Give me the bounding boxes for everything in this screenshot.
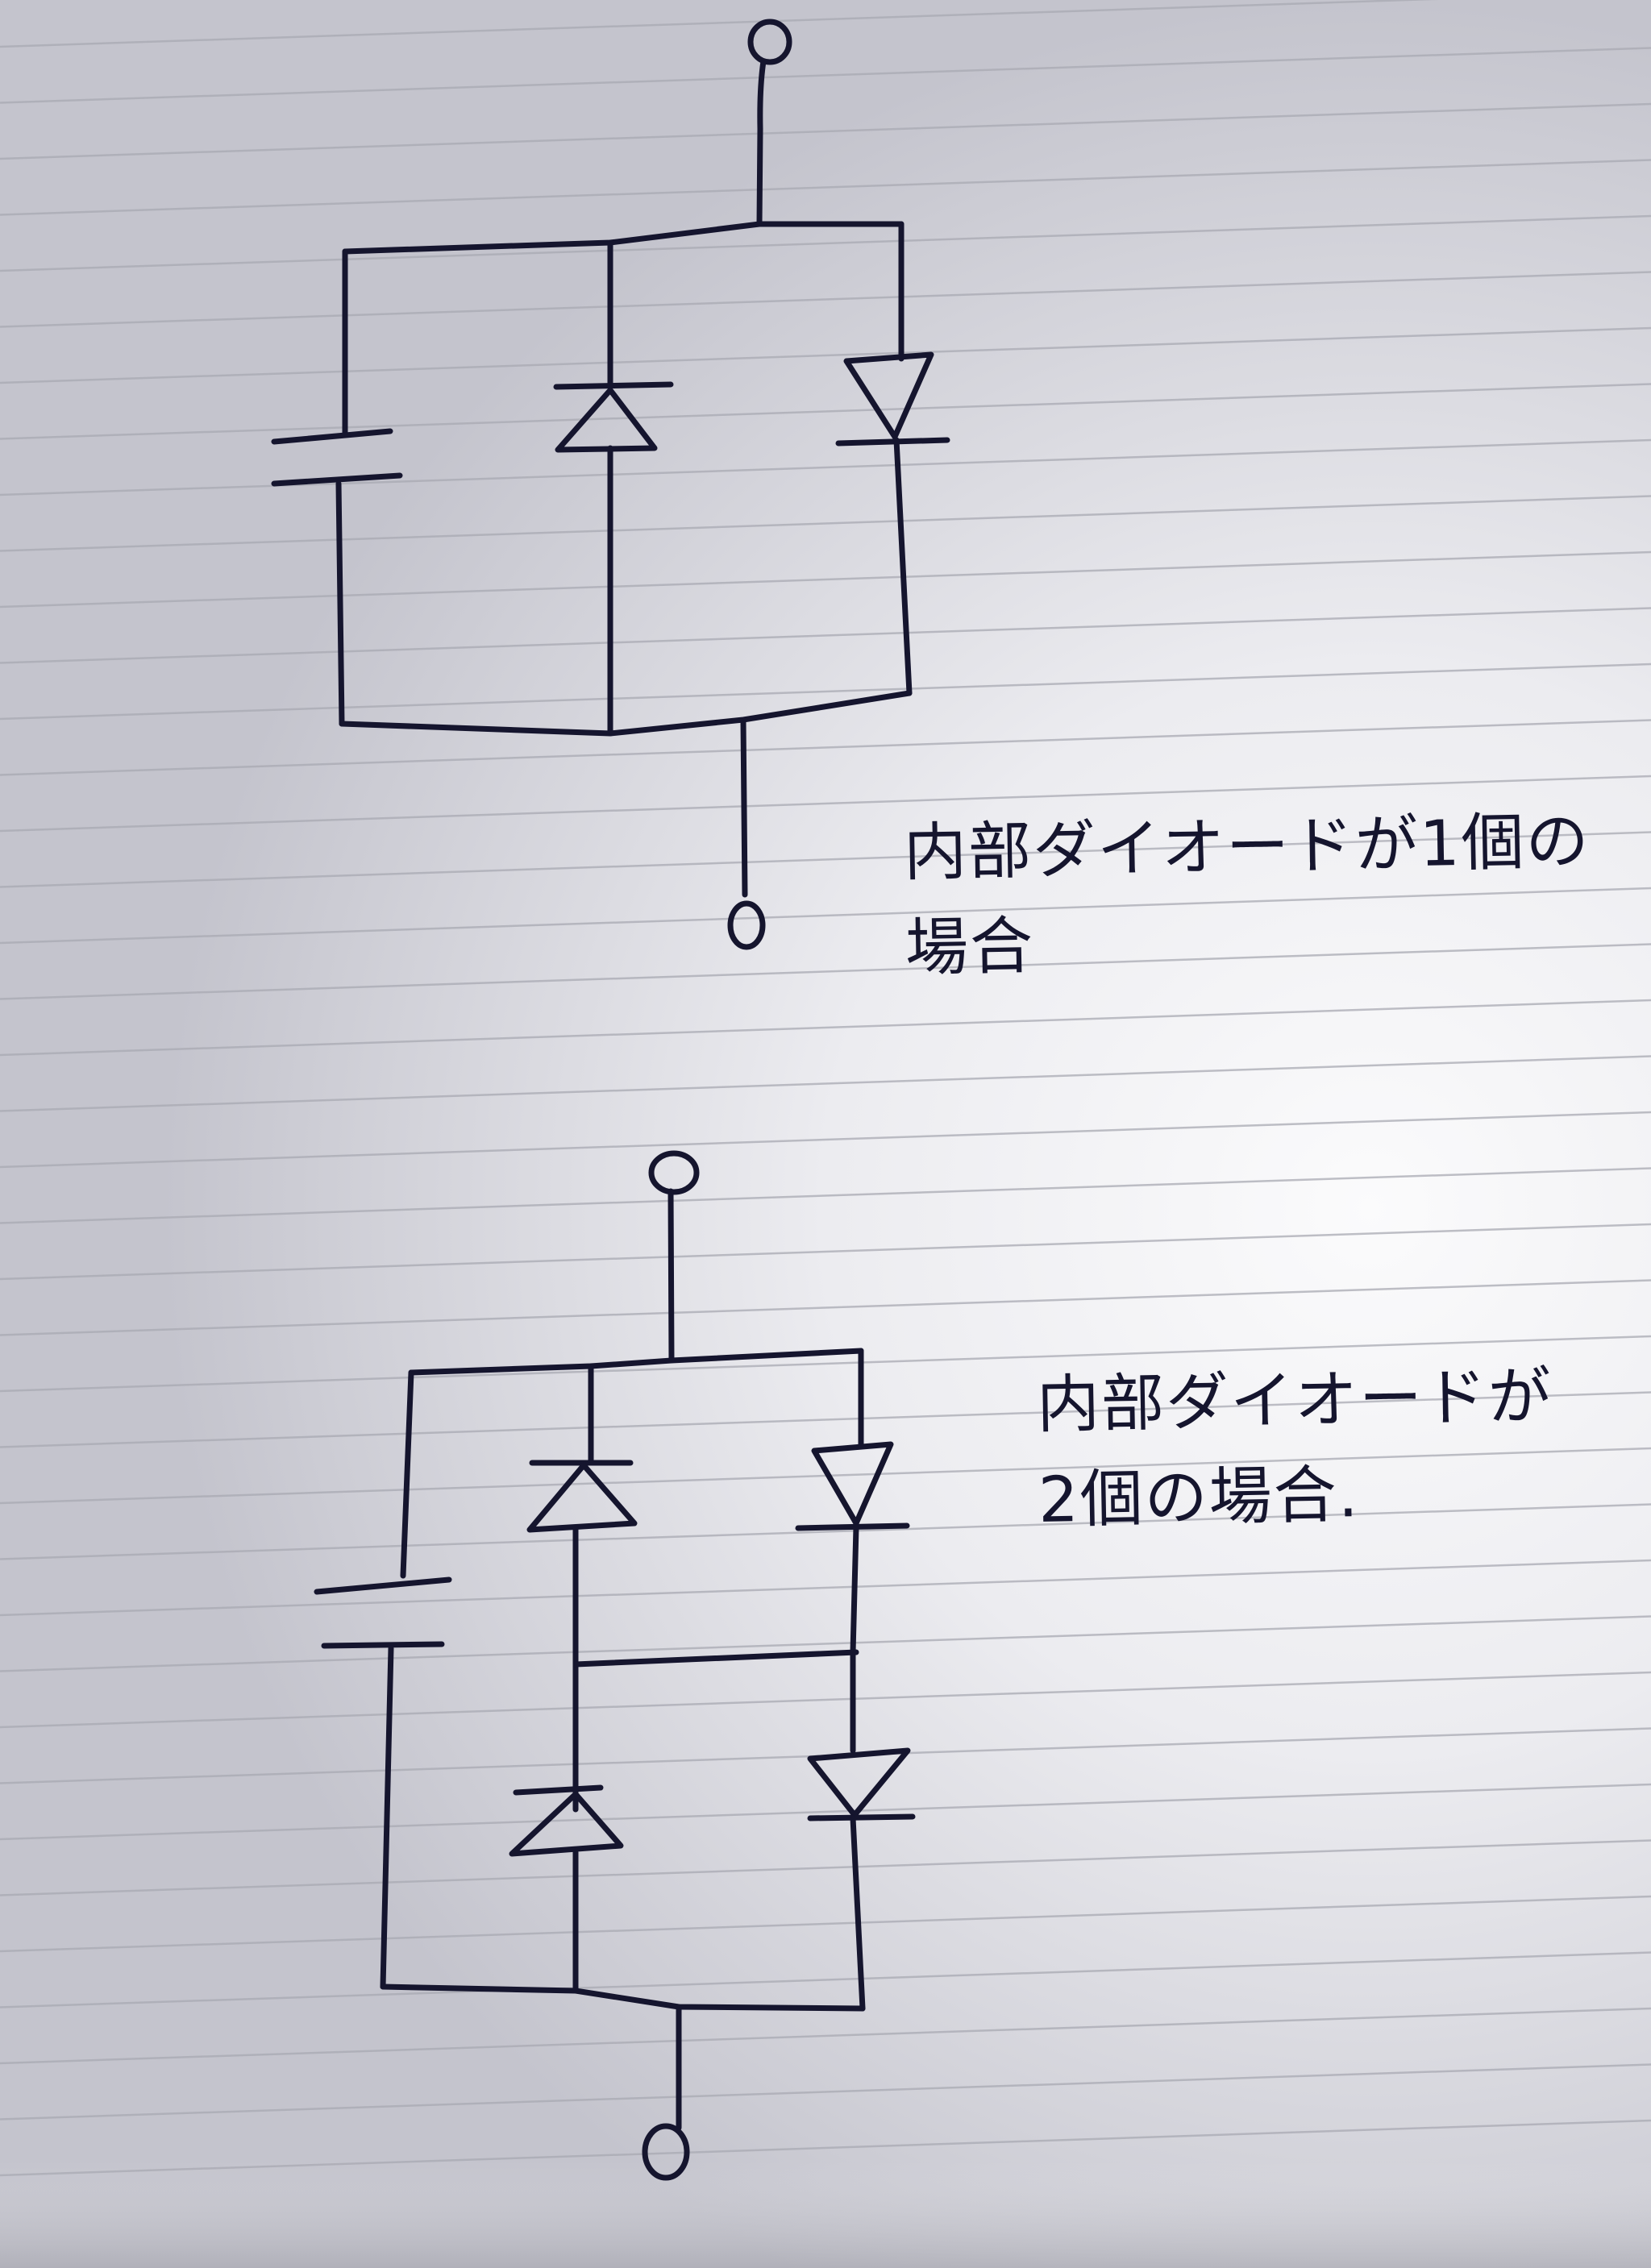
diode-right-upper-cathode-2 bbox=[795, 1522, 910, 1531]
ruled-line bbox=[0, 999, 1651, 1057]
lead-top-2 bbox=[667, 1188, 675, 1364]
paper-edge-shadow bbox=[0, 2160, 1651, 2268]
ruled-line bbox=[0, 1671, 1651, 1729]
diode-mid-lower-triangle-2 bbox=[509, 1791, 624, 1857]
circuit-bottom bbox=[314, 1150, 916, 2181]
note-two-diodes-line1: 内部ダイオードが bbox=[1036, 1360, 1553, 1442]
cap-wire-upper-2 bbox=[400, 1369, 414, 1579]
ruled-line bbox=[0, 1223, 1651, 1281]
ruled-line bbox=[0, 1503, 1651, 1560]
ruled-line bbox=[0, 943, 1651, 1000]
circuit-top bbox=[271, 19, 950, 950]
mid-link-2 bbox=[572, 1649, 859, 1668]
ruled-line bbox=[0, 1391, 1651, 1448]
ruled-line bbox=[0, 1335, 1651, 1393]
ruled-line bbox=[0, 1783, 1651, 1841]
diode-right-cathode-1 bbox=[835, 437, 950, 447]
ruled-line bbox=[0, 2063, 1651, 2121]
note-one-diode: 内部ダイオードが1個の 場合 bbox=[903, 794, 1593, 996]
ruled-line bbox=[0, 663, 1651, 721]
ruled-line bbox=[0, 1167, 1651, 1224]
ruled-line bbox=[0, 1615, 1651, 1672]
note-one-diode-line1: 内部ダイオードが1個の bbox=[903, 805, 1591, 890]
ruled-line bbox=[0, 214, 1651, 272]
ruled-line bbox=[0, 383, 1651, 440]
diode-mid-triangle-1 bbox=[555, 387, 658, 453]
ruled-line bbox=[0, 1839, 1651, 1896]
diode-right-triangle-1 bbox=[843, 351, 934, 440]
diode-mid-upper-triangle-2 bbox=[526, 1462, 638, 1533]
cap-wire-lower-1 bbox=[335, 480, 345, 727]
note-one-diode-line2: 場合 bbox=[905, 910, 1035, 985]
diode-right-wire-lower-1 bbox=[893, 437, 913, 696]
ruled-line bbox=[0, 102, 1651, 160]
diode-mid-cathode-1 bbox=[553, 381, 674, 390]
ruled-line bbox=[0, 159, 1651, 216]
ruled-line bbox=[0, 607, 1651, 664]
diode-right-upper-triangle-2 bbox=[811, 1441, 894, 1527]
ruled-line bbox=[0, 271, 1651, 328]
cap-wire-lower-2 bbox=[380, 1645, 394, 1990]
ruled-line bbox=[0, 326, 1651, 384]
ruled-line bbox=[0, 1279, 1651, 1336]
ruled-line bbox=[0, 47, 1651, 104]
capacitor-plate-lower-2 bbox=[321, 1641, 445, 1649]
ruled-lines bbox=[0, 0, 1651, 2177]
terminal-bottom-2 bbox=[642, 2123, 690, 2181]
terminal-bottom-1 bbox=[727, 900, 766, 950]
ruled-line bbox=[0, 887, 1651, 945]
capacitor-plate-lower-1 bbox=[271, 472, 403, 487]
terminal-top-1 bbox=[747, 19, 792, 65]
note-two-diodes: 内部ダイオードが 2個の場合. bbox=[1036, 1349, 1555, 1548]
ruled-line bbox=[0, 831, 1651, 888]
ruled-line bbox=[0, 2007, 1651, 2065]
diode-right-lower-triangle-2 bbox=[807, 1747, 911, 1818]
ruled-line bbox=[0, 719, 1651, 776]
ruled-line bbox=[0, 550, 1651, 609]
lead-top-1 bbox=[756, 58, 767, 227]
note-two-diodes-line2: 2個の場合. bbox=[1038, 1459, 1361, 1537]
terminal-top-2 bbox=[648, 1150, 700, 1195]
top-rail-1 bbox=[342, 221, 905, 255]
lead-bottom-1 bbox=[740, 718, 748, 898]
diode-right-lower-cathode-2 bbox=[807, 1813, 916, 1821]
top-rail-2 bbox=[408, 1348, 864, 1376]
diode-mid-lower-cathode-2 bbox=[513, 1784, 604, 1796]
capacitor-plate-upper-1 bbox=[271, 428, 393, 445]
capacitor-plate-upper-2 bbox=[314, 1576, 452, 1595]
diode-right-wire-mid-2 bbox=[850, 1524, 859, 1655]
ruled-line bbox=[0, 0, 1439, 48]
bottom-rail-2 bbox=[380, 1983, 866, 2012]
ruled-line bbox=[0, 2119, 1651, 2177]
ruled-line bbox=[0, 1559, 1651, 1617]
bottom-rail-1 bbox=[339, 690, 913, 737]
ruled-line bbox=[0, 1951, 1651, 2008]
ruled-line bbox=[0, 1111, 1651, 1169]
ruled-line bbox=[0, 1055, 1651, 1112]
ruled-line bbox=[0, 775, 1651, 833]
ruled-line bbox=[0, 1895, 1651, 1953]
ruled-line bbox=[0, 495, 1651, 552]
diode-right-wire-lower-2 bbox=[850, 1815, 866, 2012]
